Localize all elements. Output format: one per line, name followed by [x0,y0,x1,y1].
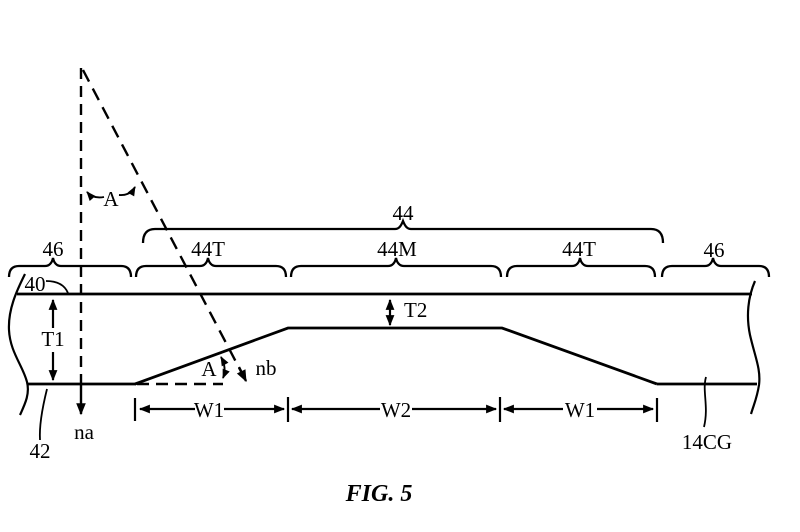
angle-slope-arc [220,356,230,379]
label-angle-a-slope: A [201,357,217,381]
leader-40 [45,280,69,294]
label-46-right: 46 [704,238,725,262]
label-w1-left: W1 [194,398,224,422]
figure-caption: FIG. 5 [345,481,413,507]
label-na: na [74,420,95,444]
label-44t-left: 44T [191,237,225,261]
mesa-profile-line [134,326,658,386]
label-46-left: 46 [43,237,64,261]
angle-top-right-arrow [118,186,136,197]
label-40: 40 [25,272,46,296]
brace-overall-44 [141,217,665,244]
break-line-left [7,273,29,416]
leader-42 [38,388,48,441]
brace-46-left [7,257,133,278]
brace-44m [289,257,503,278]
label-w1-right: W1 [565,398,595,422]
label-nb: nb [256,356,277,380]
angle-top-left-arrow [86,191,105,201]
label-angle-a-top: A [103,187,119,211]
label-14cg: 14CG [682,430,732,454]
brace-46-right [660,257,771,278]
label-w2: W2 [381,398,411,422]
label-t1: T1 [41,327,64,351]
label-44: 44 [393,201,415,225]
leader-14cg [703,376,707,428]
label-42: 42 [30,439,51,463]
break-line-right [746,280,761,415]
brace-44t-right [505,257,657,278]
label-44t-right: 44T [562,237,596,261]
label-t2: T2 [404,298,427,322]
label-44m: 44M [377,237,417,261]
normal-nb-arrowhead [236,366,248,383]
normal-nb-dashed-line [81,69,248,382]
brace-44t-left [134,257,288,278]
